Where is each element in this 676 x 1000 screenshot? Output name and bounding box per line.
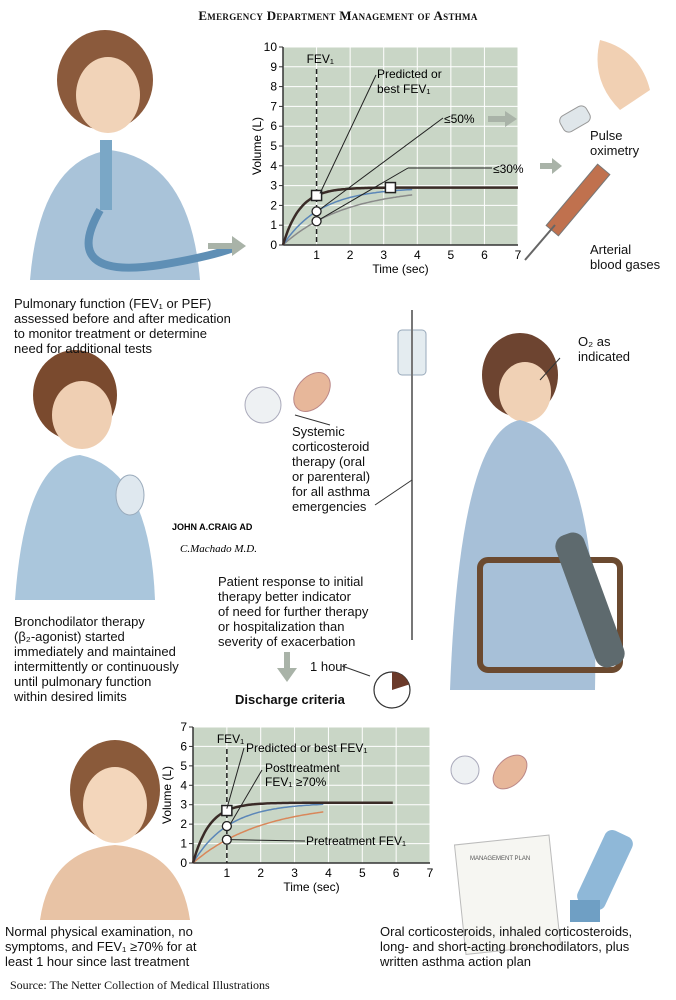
y-tick-label: 9 [270,60,277,74]
y-tick-label: 4 [270,159,277,173]
arrow-right-icon [488,111,517,127]
caption-pulmonary-function: Pulmonary function (FEV₁ or PEF)assessed… [14,296,231,356]
y-axis-title: Volume (L) [250,117,264,175]
fev1-marker-label: FEV₁ [307,52,334,66]
one-hour-wedge [392,672,410,690]
x-tick-label: 5 [448,248,455,262]
plan-card-text: MANAGEMENT PLAN [470,856,530,862]
x-tick-label: 2 [257,866,264,880]
one-hour-clock-pie [373,671,411,709]
x-tick-label: 4 [414,248,421,262]
annotation-predicted: best FEV₁ [377,82,430,96]
y-tick-label: 8 [270,80,277,94]
source-credit: Source: The Netter Collection of Medical… [10,978,270,992]
y-tick-label: 7 [180,720,187,734]
fev1-circle-point [221,820,233,832]
y-tick-label: 6 [180,739,187,753]
annotation-predicted: Predicted or [377,67,442,81]
caption-bronchodilator: Bronchodilator therapy(β₂-agonist) start… [14,614,179,704]
annotation-predicted: Predicted or best FEV₁ [246,741,367,755]
patient-discharge-illustration [40,740,190,920]
fev1-square-point [221,804,233,817]
patient-spirometry-illustration [30,30,242,280]
x-axis-title: Time (sec) [372,262,428,276]
series-line [192,811,324,864]
arrow-right-icon [540,158,562,174]
y-axis-title: Volume (L) [160,766,174,824]
y-tick-label: 2 [180,817,187,831]
leader-line [319,74,377,194]
y-tick-label: 6 [270,119,277,133]
x-tick-label: 1 [313,248,320,262]
patient-chair-illustration [397,310,625,690]
plateau-square-point [384,181,397,194]
plot-area [193,727,430,863]
series-line [282,194,413,246]
y-tick-label: 5 [270,139,277,153]
y-tick-label: 1 [180,837,187,851]
arrow-right-icon [208,236,246,256]
y-tick-label: 3 [270,179,277,193]
signature-machado: C.Machado M.D. [180,543,257,555]
series-line [192,803,324,864]
x-axis-title: Time (sec) [283,880,339,894]
pills-illustration [244,372,528,790]
y-tick-label: 5 [180,759,187,773]
leader-line [319,117,444,210]
syringe-illustration [524,163,611,261]
annotation-posttreatment: FEV₁ ≥70% [265,775,327,789]
leader-line [226,747,245,809]
x-tick-label: 7 [515,248,522,262]
signature-craig: JOHN A.CRAIG AD [172,522,253,532]
annotation-50pct: ≤50% [444,112,475,126]
y-tick-label: 3 [180,798,187,812]
inhaler-illustration [570,830,633,922]
annotation-30pct: ≤30% [493,162,524,176]
y-tick-label: 10 [264,40,278,54]
y-tick-label: 2 [270,198,277,212]
x-tick-label: 3 [291,866,298,880]
fev1-circle-point [221,834,233,845]
fev1-circle-point [311,216,322,227]
y-tick-label: 0 [270,238,277,252]
x-tick-label: 2 [347,248,354,262]
pulse-oximeter-illustration [559,40,650,133]
y-tick-label: 1 [270,218,277,232]
x-tick-label: 6 [393,866,400,880]
x-tick-label: 6 [481,248,488,262]
one-hour-label: 1 hour [310,659,347,674]
leader-line [229,769,263,825]
x-tick-label: 5 [359,866,366,880]
y-tick-label: 7 [270,99,277,113]
y-tick-label: 4 [180,778,187,792]
fev1-circle-point [311,206,322,217]
x-tick-label: 4 [325,866,332,880]
x-tick-label: 7 [427,866,434,880]
fev1-square-point [310,189,323,202]
fev1-marker-label: FEV₁ [217,732,244,746]
leader-line [230,839,306,842]
action-plan-illustration: MANAGEMENT PLAN [453,834,562,955]
y-tick-label: 0 [180,856,187,870]
patient-inhaler-illustration [15,350,155,600]
x-tick-label: 3 [380,248,387,262]
x-tick-label: 1 [224,866,231,880]
leader-line [319,167,409,220]
arrow-down-icon [277,652,297,682]
annotation-pretreatment: Pretreatment FEV₁ [306,834,406,848]
page-title: Emergency Department Management of Asthm… [198,8,478,23]
caption-oral-corticosteroids: Oral corticosteroids, inhaled corticoste… [380,924,633,969]
discharge-criteria-heading: Discharge criteria [235,692,345,707]
annotation-posttreatment: Posttreatment [265,761,340,775]
